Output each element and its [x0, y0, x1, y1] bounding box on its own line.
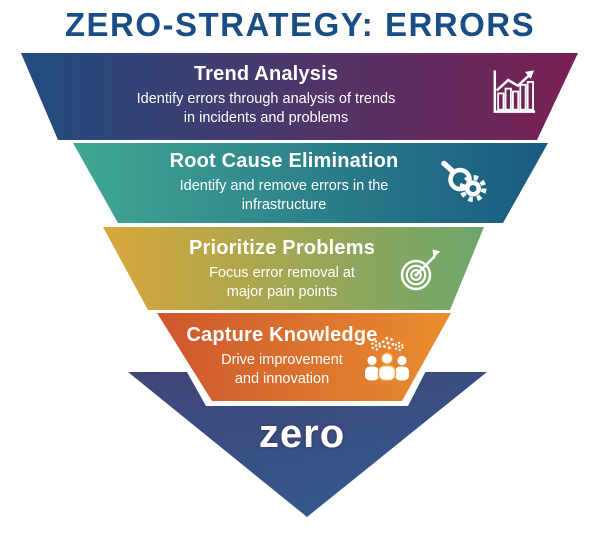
- layer3-text-block: Prioritize Problems Focus error removal …: [132, 237, 432, 302]
- magnifier-gears-icon: [441, 160, 487, 202]
- layer1-text-block: Trend Analysis Identify errors through a…: [106, 63, 426, 128]
- target-dart-icon: [400, 249, 441, 291]
- layer3-heading: Prioritize Problems: [188, 237, 376, 259]
- people-gears-icon: [365, 336, 409, 381]
- layer3-description: Focus error removal at major pain points: [209, 265, 355, 300]
- layer4-text-block: Capture Knowledge Drive improvement and …: [142, 324, 422, 389]
- layer4-description: Drive improvement and innovation: [221, 352, 343, 387]
- bar-chart-trend-icon: [493, 70, 536, 113]
- layer1-heading: Trend Analysis: [193, 63, 339, 85]
- layer4-heading: Capture Knowledge: [186, 324, 378, 346]
- layer2-text-block: Root Cause Elimination Identify and remo…: [114, 150, 454, 215]
- layer2-heading: Root Cause Elimination: [169, 150, 399, 172]
- layer2-description: Identify and remove errors in the infras…: [179, 178, 389, 213]
- page-title: ZERO-STRATEGY: ERRORS: [64, 6, 536, 43]
- layer1-description: Identify errors through analysis of tren…: [136, 91, 396, 126]
- zero-label: zero: [258, 412, 346, 456]
